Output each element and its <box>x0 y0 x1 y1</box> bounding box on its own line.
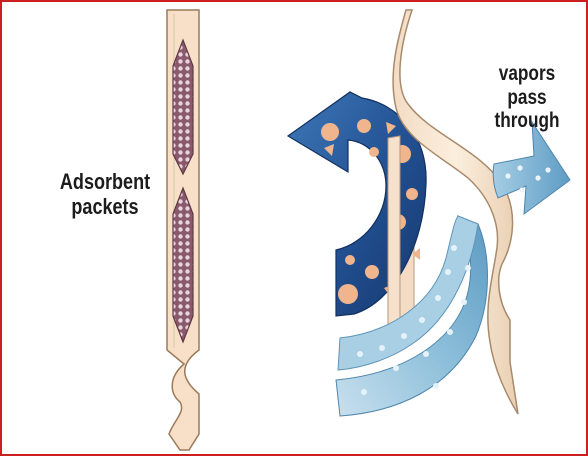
vapors-pass-through-label: vapors pass through <box>482 62 572 133</box>
adsorbent-packets-label: Adsorbent packets <box>44 170 167 219</box>
packet-lower <box>173 188 193 342</box>
packet-upper <box>173 40 193 174</box>
adsorbent-label-line-1: Adsorbent <box>44 170 167 195</box>
adsorbent-strip <box>167 10 199 450</box>
vapors-label-line-3: through <box>482 109 572 133</box>
packet-wall-front <box>388 136 400 328</box>
adsorbent-label-line-2: packets <box>44 195 167 220</box>
vapors-label-line-1: vapors <box>482 62 572 86</box>
vapors-label-line-2: pass <box>482 86 572 110</box>
